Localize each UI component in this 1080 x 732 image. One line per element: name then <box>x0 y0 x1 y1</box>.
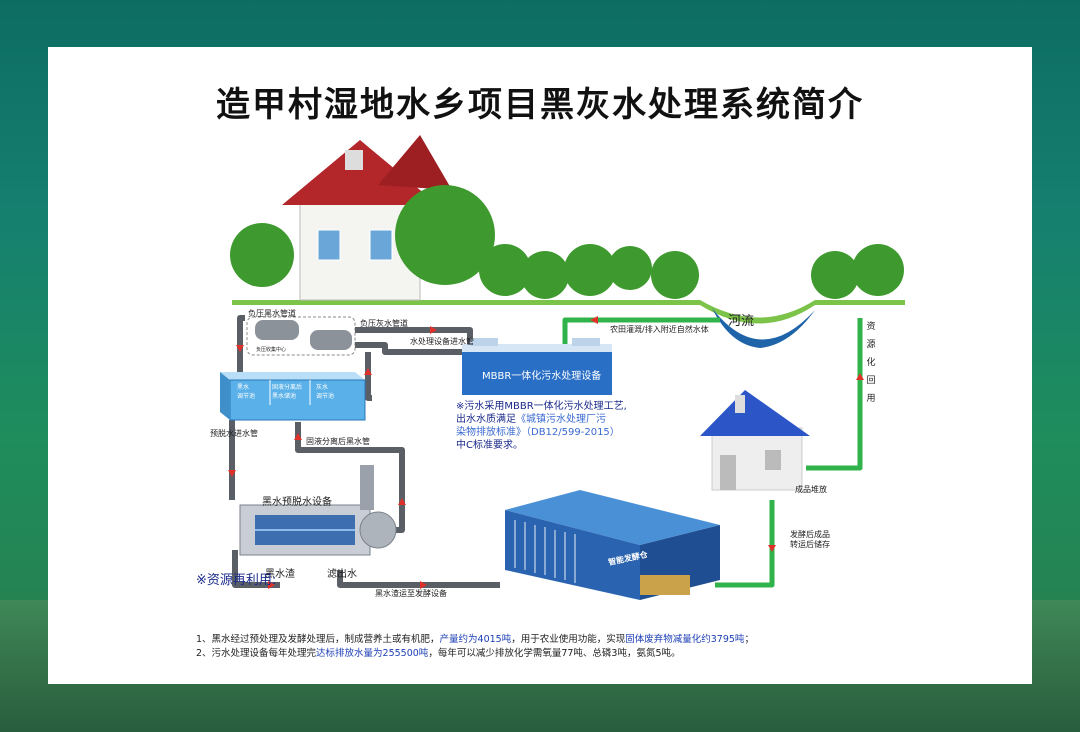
storage-house <box>700 390 810 491</box>
label-residue-transport: 黑水渣运至发酵设备 <box>375 589 447 598</box>
label-negative-gray-pipe: 负压灰水管道 <box>360 319 408 328</box>
label-pre-dewater-inlet: 预脱水进水管 <box>210 429 258 438</box>
negative-tank-1 <box>255 320 299 340</box>
negative-tank-2 <box>310 330 352 350</box>
page-title: 造甲村湿地水乡项目黑灰水处理系统简介 <box>216 85 864 125</box>
label-tank-sep: 固液分离后 黑水储池 <box>272 384 303 400</box>
resource-title: ※资源再利用: <box>196 573 277 588</box>
regulating-tank <box>220 372 366 421</box>
label-farmland: 农田灌溉/排入附近自然水体 <box>610 325 709 334</box>
river-water <box>712 308 815 348</box>
resource-line-1: 1、黑水经过预处理及发酵处理后，制成营养土或有机肥，产量约为4015吨，用于农业… <box>196 634 754 645</box>
label-solid-sep-pipe: 固液分离后黑水管 <box>306 437 370 446</box>
label-filtrate: 滤出水 <box>327 569 357 580</box>
label-treat-inlet-pipe: 水处理设备进水管 <box>410 337 474 346</box>
mbbr-note-line2: 出水水质满足《城镇污水处理厂污 <box>456 414 606 425</box>
label-pre-dewater-equip: 黑水预脱水设备 <box>262 497 332 508</box>
label-tank-gray: 灰水 调节池 <box>316 384 335 400</box>
label-product-stack: 成品堆放 <box>795 485 827 494</box>
fermentation-silo <box>505 490 720 600</box>
label-mbbr: MBBR一体化污水处理设备 <box>482 371 602 382</box>
label-negative-center: 负压收集中心 <box>256 347 287 353</box>
residential-house <box>282 135 452 301</box>
mbbr-note-line1: ※污水采用MBBR一体化污水处理工艺, <box>456 401 627 412</box>
label-resource: 资源化回用 <box>866 322 876 404</box>
trees <box>230 185 904 299</box>
negative-center-box <box>246 316 356 356</box>
flow-arrows <box>228 316 864 589</box>
mbbr-equipment <box>462 338 612 395</box>
green-pipes <box>562 317 863 588</box>
label-ferment-store: 发酵后成品 转运后储存 <box>790 530 830 549</box>
label-river: 河流 <box>728 314 755 329</box>
ground-grass <box>232 300 905 324</box>
dewatering-equipment <box>239 465 397 556</box>
label-negative-black-pipe: 负压黑水管道 <box>248 309 296 318</box>
resource-line-2: 2、污水处理设备每年处理完达标排放水量为255500吨，每年可以减少排放化学需氧… <box>196 648 681 659</box>
mbbr-note-line3: 染物排放标准》（DB12/599-2015） <box>456 427 620 438</box>
label-tank-black: 黑水 调节池 <box>237 384 256 400</box>
mbbr-note-line4: 中C标准要求。 <box>456 440 523 451</box>
label-black-residue: 黑水渣 <box>265 569 295 580</box>
